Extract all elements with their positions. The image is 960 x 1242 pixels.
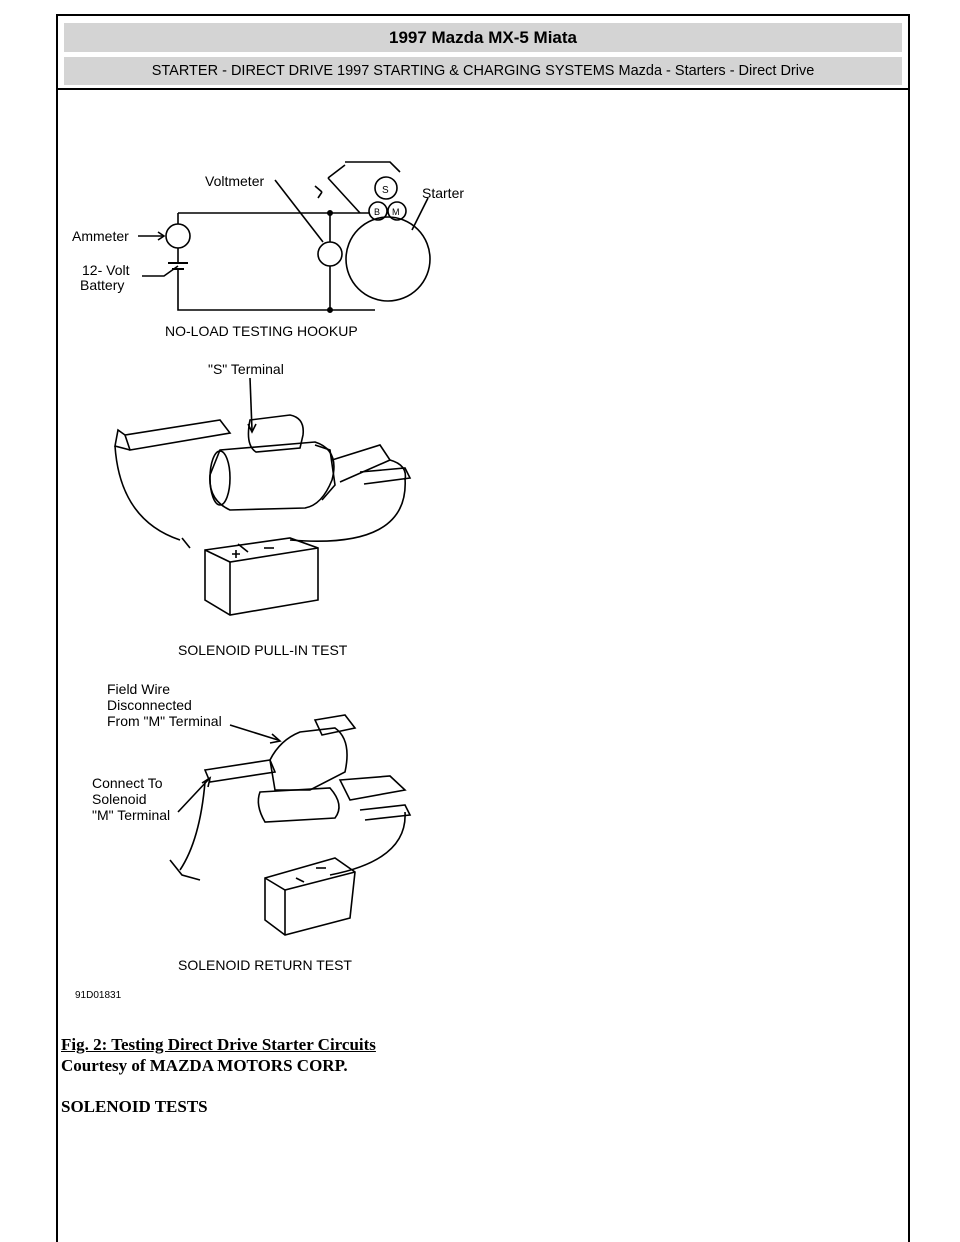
figure-caption: Fig. 2: Testing Direct Drive Starter Cir… (61, 1034, 376, 1076)
connect-label-2: Solenoid (92, 791, 147, 807)
b-terminal-circle (368, 201, 388, 221)
right-page-border (908, 90, 910, 1242)
voltmeter-symbol (317, 241, 343, 267)
no-load-caption: NO-LOAD TESTING HOOKUP (165, 323, 358, 339)
field-wire-label-3: From "M" Terminal (107, 713, 222, 729)
connect-label-1: Connect To (92, 775, 163, 791)
ammeter-symbol (165, 223, 191, 249)
voltmeter-label: Voltmeter (205, 173, 264, 189)
figure-credit: Courtesy of MAZDA MOTORS CORP. (61, 1056, 348, 1075)
starter-motor-body (345, 216, 431, 302)
battery-label-line2: Battery (80, 277, 124, 293)
m-terminal-circle (387, 201, 407, 221)
s-terminal-letter: S (382, 185, 389, 196)
connect-label-3: "M" Terminal (92, 807, 170, 823)
return-test-caption: SOLENOID RETURN TEST (178, 957, 352, 973)
vehicle-title: 1997 Mazda MX-5 Miata (63, 22, 903, 53)
starter-label: Starter (422, 185, 464, 201)
ammeter-label: Ammeter (72, 228, 129, 244)
figure-title-link[interactable]: Fig. 2: Testing Direct Drive Starter Cir… (61, 1035, 376, 1054)
field-wire-label-2: Disconnected (107, 697, 192, 713)
figure-drawing: Voltmeter Starter Ammeter 12- Volt Batte… (72, 161, 464, 1001)
pull-in-diagram (114, 377, 412, 616)
return-test-diagram (169, 714, 412, 936)
s-terminal-label: "S" Terminal (208, 361, 284, 377)
no-load-diagram (138, 161, 431, 314)
b-terminal-letter: B (374, 207, 380, 217)
pull-in-caption: SOLENOID PULL-IN TEST (178, 642, 348, 658)
figure-id: 91D01831 (75, 990, 122, 1001)
field-wire-label-1: Field Wire (107, 681, 170, 697)
m-terminal-letter: M (392, 207, 400, 217)
section-breadcrumb: STARTER - DIRECT DRIVE 1997 STARTING & C… (63, 56, 903, 86)
section-heading: SOLENOID TESTS (61, 1097, 208, 1116)
starter-test-figure: Voltmeter Starter Ammeter 12- Volt Batte… (60, 100, 500, 1015)
s-terminal-circle (374, 176, 398, 200)
battery-label-line1: 12- Volt (82, 262, 130, 278)
page-header: 1997 Mazda MX-5 Miata STARTER - DIRECT D… (56, 14, 910, 90)
left-page-border (56, 90, 58, 1242)
